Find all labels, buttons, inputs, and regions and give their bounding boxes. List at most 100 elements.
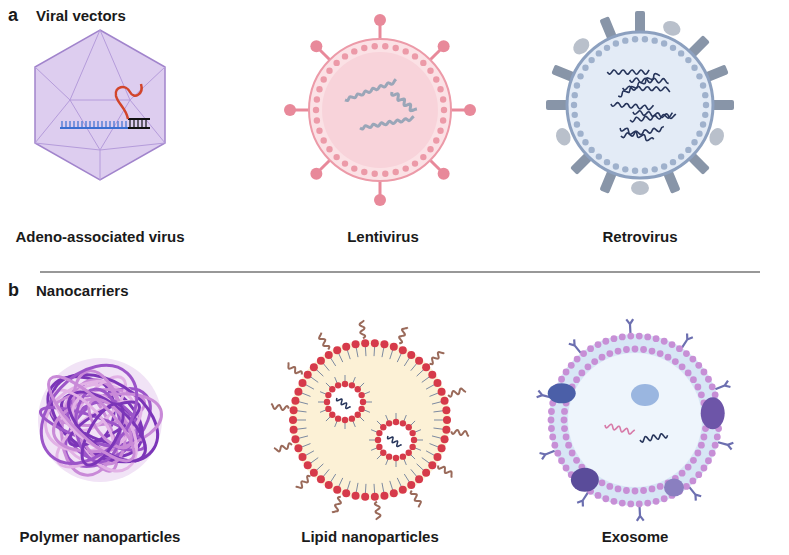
envelope-spike bbox=[712, 100, 734, 110]
membrane-dot bbox=[314, 117, 320, 123]
lipid-head bbox=[694, 450, 701, 457]
lipid-tail bbox=[305, 384, 314, 389]
membrane-dot bbox=[670, 45, 676, 51]
membrane-dot bbox=[613, 163, 619, 169]
lipid-head bbox=[619, 334, 626, 341]
rna-strand bbox=[630, 113, 672, 122]
membrane-dot bbox=[372, 171, 378, 177]
lipid-head bbox=[371, 339, 379, 347]
spike-head bbox=[438, 168, 450, 180]
lipid-head bbox=[563, 434, 570, 441]
lipid-head bbox=[443, 416, 451, 424]
lipid-head bbox=[433, 453, 441, 461]
lumen bbox=[568, 353, 702, 487]
lipid-head bbox=[333, 346, 341, 354]
membrane-dot bbox=[571, 102, 577, 108]
base-pair bbox=[65, 121, 66, 128]
lipid-tail bbox=[430, 393, 439, 397]
lipid-head bbox=[399, 346, 407, 354]
lipid-tail bbox=[374, 346, 376, 356]
lipid-head bbox=[376, 430, 382, 436]
membrane-protein bbox=[664, 479, 684, 497]
lipid-head bbox=[407, 351, 415, 359]
polymer-chain bbox=[22, 347, 155, 482]
membrane-dot bbox=[691, 65, 697, 71]
lipid-head bbox=[349, 382, 355, 388]
lipid-head bbox=[611, 498, 618, 505]
antibody bbox=[689, 487, 701, 501]
lipid-tail bbox=[310, 377, 318, 383]
antibody bbox=[637, 506, 644, 521]
envelope-spike bbox=[635, 11, 645, 33]
lipid-tail bbox=[347, 350, 350, 360]
lipid-head bbox=[304, 461, 312, 469]
lipid-head bbox=[400, 453, 406, 459]
envelope-protein bbox=[631, 181, 649, 195]
base-pair bbox=[69, 121, 70, 128]
lipid-head bbox=[653, 335, 660, 342]
protein-cargo bbox=[631, 384, 659, 406]
caption: Exosome bbox=[602, 528, 669, 546]
lipid-head bbox=[371, 493, 379, 501]
lipid-head bbox=[568, 362, 575, 369]
membrane-dot bbox=[696, 130, 702, 136]
lipid-head bbox=[606, 483, 613, 490]
lipid-head bbox=[386, 453, 392, 459]
membrane-dot bbox=[582, 139, 588, 145]
membrane-dot bbox=[403, 48, 409, 54]
lipid-head bbox=[563, 369, 570, 376]
lipid-head bbox=[399, 486, 407, 494]
lipid-head bbox=[701, 465, 708, 472]
lipid-head bbox=[712, 442, 719, 449]
lipid-tail bbox=[432, 402, 442, 404]
lipid-head bbox=[705, 376, 712, 383]
membrane-dot bbox=[361, 45, 367, 51]
membrane bbox=[549, 334, 721, 506]
membrane-dot bbox=[678, 153, 684, 159]
lipid-head bbox=[561, 417, 568, 424]
panel-letter: b bbox=[8, 280, 19, 302]
lipid-head bbox=[615, 348, 622, 355]
base-pair bbox=[93, 121, 94, 128]
lipid-head bbox=[352, 492, 360, 500]
mrna-cargo bbox=[388, 436, 402, 446]
lipid-head bbox=[558, 457, 565, 464]
base-pair bbox=[85, 121, 86, 128]
membrane-dot bbox=[427, 146, 433, 152]
lipid-head bbox=[573, 457, 580, 464]
lipid-head bbox=[563, 465, 570, 472]
lipid-tail bbox=[305, 451, 314, 456]
lipid-head bbox=[569, 450, 576, 457]
lipid-head bbox=[551, 442, 558, 449]
lipid-tail bbox=[397, 478, 401, 487]
lipid-head bbox=[375, 437, 381, 443]
lipid-head bbox=[585, 363, 592, 370]
lipid-tail bbox=[430, 444, 439, 448]
lipid-nanoparticle bbox=[271, 320, 468, 520]
lipid-head bbox=[698, 391, 705, 398]
membrane-dot bbox=[588, 147, 594, 153]
lipid-head bbox=[438, 388, 446, 396]
membrane-dot bbox=[696, 73, 702, 79]
lipid-head bbox=[623, 346, 630, 353]
lipid-head bbox=[333, 486, 341, 494]
lipid-head bbox=[325, 392, 331, 398]
dna-strand bbox=[128, 118, 150, 120]
lipid-head bbox=[679, 363, 686, 370]
lipid-head bbox=[335, 382, 341, 388]
lipid-head bbox=[310, 469, 318, 477]
envelope-spike bbox=[294, 109, 310, 112]
lipid-head bbox=[349, 415, 355, 421]
membrane-dot bbox=[342, 53, 348, 59]
membrane-dot bbox=[382, 171, 388, 177]
lipid-head bbox=[657, 483, 664, 490]
lipid-tail bbox=[422, 377, 430, 383]
base-pair bbox=[61, 121, 62, 128]
lipid-tail bbox=[390, 481, 393, 491]
lipid-tail bbox=[365, 484, 367, 494]
lipid-tail bbox=[347, 481, 350, 491]
rna-cargo bbox=[605, 424, 635, 434]
membrane-dot bbox=[382, 43, 388, 49]
lipid-head bbox=[657, 350, 664, 357]
